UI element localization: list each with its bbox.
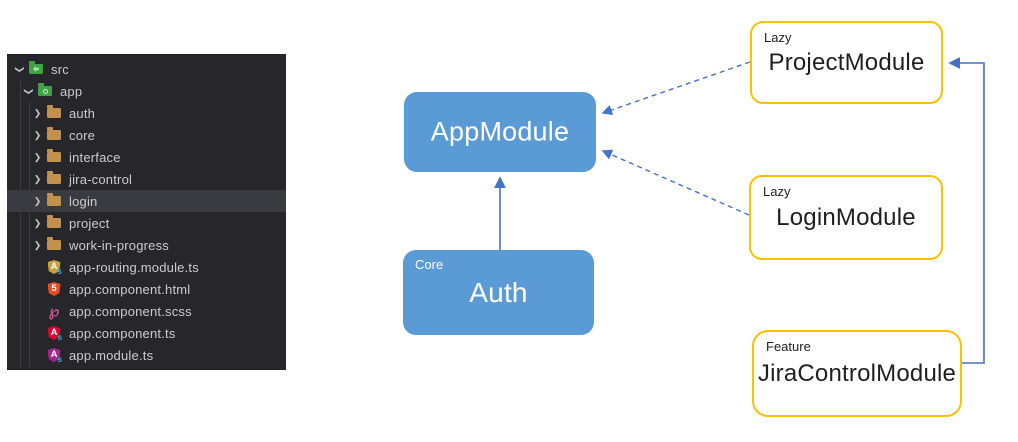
folder-icon [46,171,62,187]
file-explorer-panel: ❯ src ❯ app ❯ auth ❯ core ❯ interface ❯ jira-contro… [7,54,286,370]
node-tag: Feature [766,339,811,354]
chevron-right-icon[interactable]: ❯ [33,151,42,162]
tree-item-label: src [51,61,69,77]
node-tag: Core [415,257,444,272]
edge-loginmodule-to-appmodule [601,149,750,216]
chevron-right-icon[interactable]: ❯ [33,173,42,184]
node-title: ProjectModule [768,48,925,76]
file-tree: ❯ src ❯ app ❯ auth ❯ core ❯ interface ❯ jira-contro… [7,58,286,366]
sass-icon: ℘ [48,302,60,320]
node-app-module: AppModule [404,92,596,172]
node-login-module: Lazy LoginModule [749,175,943,260]
node-title: LoginModule [776,203,916,231]
node-title: Auth [469,276,528,308]
chevron-down-icon[interactable]: ❯ [24,87,34,95]
tree-item-label: app [60,83,83,99]
tree-item-app[interactable]: ❯ app [7,80,286,102]
tree-item-jira-control[interactable]: ❯ jira-control [7,168,286,190]
edge-projectmodule-to-appmodule [601,61,751,116]
node-title: AppModule [430,116,570,147]
chevron-right-icon[interactable]: ❯ [33,107,42,118]
folder-src-icon [28,61,44,77]
tree-item-label: auth [69,105,96,121]
tree-item-project[interactable]: ❯ project [7,212,286,234]
node-project-module: Lazy ProjectModule [750,21,943,104]
folder-app-icon [37,83,53,99]
chevron-down-icon[interactable]: ❯ [15,65,25,73]
tree-item-label: jira-control [69,171,133,187]
tree-item-auth[interactable]: ❯ auth [7,102,286,124]
tree-item-label: app.component.html [69,281,191,297]
node-jira-control-module: Feature JiraControlModule [752,330,962,417]
tree-item-label: interface [69,149,121,165]
tree-item-label: app-routing.module.ts [69,259,199,275]
folder-icon [46,237,62,253]
tree-item-label: app.component.ts [69,325,176,341]
chevron-right-icon[interactable]: ❯ [33,217,42,228]
tree-item-core[interactable]: ❯ core [7,124,286,146]
tree-item-label: app.component.scss [69,303,192,319]
folder-icon [46,105,62,121]
folder-icon [46,215,62,231]
tree-item-work-in-progress[interactable]: ❯ work-in-progress [7,234,286,256]
node-auth: Core Auth [403,250,594,335]
tree-item-label: work-in-progress [69,237,170,253]
tree-item-app.component.scss[interactable]: ❯℘app.component.scss [7,300,286,322]
folder-icon [46,193,62,209]
node-title: JiraControlModule [757,359,957,387]
tree-item-login[interactable]: ❯ login [7,190,286,212]
chevron-right-icon[interactable]: ❯ [33,239,42,250]
tree-item-interface[interactable]: ❯ interface [7,146,286,168]
chevron-right-icon[interactable]: ❯ [33,129,42,140]
tree-item-label: login [69,193,98,209]
indent-guide [29,102,30,367]
tree-item-label: core [69,127,96,143]
node-tag: Lazy [764,30,792,45]
folder-icon [46,149,62,165]
html5-icon: 5 [46,281,62,297]
node-tag: Lazy [763,184,791,199]
tree-item-src[interactable]: ❯ src [7,58,286,80]
chevron-right-icon[interactable]: ❯ [33,195,42,206]
edge-jiracontrolmodule-to-projectmodule [948,57,985,364]
tree-item-label: project [69,215,110,231]
tree-item-label: app.module.ts [69,347,154,363]
folder-icon [46,127,62,143]
indent-guide [20,80,21,367]
